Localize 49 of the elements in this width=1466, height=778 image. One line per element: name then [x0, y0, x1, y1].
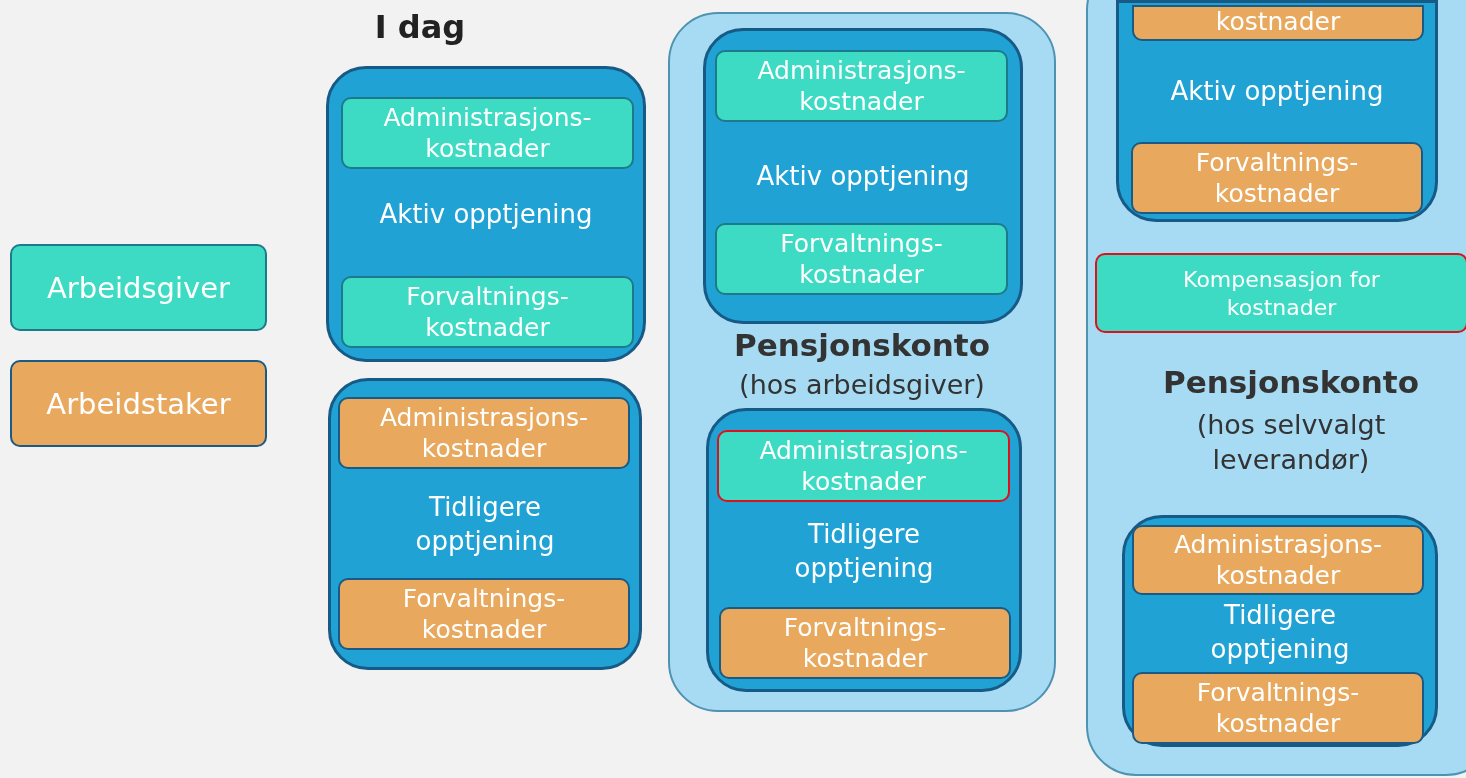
- cost-box: [338, 578, 630, 650]
- box-label: Tidligere opptjening: [414, 491, 556, 558]
- cost-box: [341, 276, 634, 348]
- account-box: [1122, 515, 1438, 747]
- cost-box: [1131, 142, 1423, 214]
- pension-panel: [1086, 0, 1466, 776]
- account-box: [326, 66, 646, 362]
- box-label: Tidligere opptjening: [793, 518, 935, 585]
- box-label: Forvaltnings- kostnader: [1195, 676, 1361, 740]
- box-label: Aktiv opptjening: [378, 198, 594, 232]
- box-label: Administrasjons- kostnader: [378, 401, 590, 465]
- role-box: [10, 360, 267, 447]
- column-heading: I dag: [373, 8, 467, 46]
- box-label: Kompensasjon for kostnader: [1182, 265, 1381, 321]
- box-label: Aktiv opptjening: [1169, 75, 1385, 109]
- box-label: Administrasjons- kostnader: [1172, 528, 1384, 592]
- pension-panel: [668, 12, 1056, 712]
- account-box: [1116, 0, 1438, 222]
- cost-box: [717, 430, 1010, 502]
- box-label: Arbeidstaker: [45, 385, 232, 422]
- cost-box: [715, 223, 1008, 295]
- box-label: Arbeidsgiver: [46, 269, 231, 306]
- cost-box: [338, 397, 630, 469]
- box-label: Forvaltnings- kostnader: [401, 582, 567, 646]
- cost-box: [1132, 5, 1424, 41]
- account-box: [328, 378, 642, 670]
- box-label: Tidligere opptjening: [1209, 599, 1351, 666]
- account-box: [706, 408, 1022, 692]
- cost-box: [1132, 525, 1424, 595]
- cost-box: [1095, 253, 1466, 333]
- box-label: Aktiv opptjening: [755, 160, 971, 194]
- box-label: kostnader: [1214, 6, 1342, 38]
- cost-box: [1132, 672, 1424, 744]
- box-label: Administrasjons- kostnader: [758, 434, 969, 498]
- box-label: Administrasjons- kostnader: [756, 54, 967, 118]
- cost-box: [341, 97, 634, 169]
- panel-heading: Pensjonskonto: [733, 325, 991, 365]
- box-label: Forvaltnings- kostnader: [1194, 146, 1360, 210]
- cost-box: [715, 50, 1008, 122]
- box-label: Administrasjons- kostnader: [382, 101, 593, 165]
- panel-subheading: (hos arbeidsgiver): [738, 368, 986, 403]
- box-label: Forvaltnings- kostnader: [782, 611, 948, 675]
- box-label: Forvaltnings- kostnader: [779, 227, 944, 291]
- role-box: [10, 244, 267, 331]
- box-label: Forvaltnings- kostnader: [405, 280, 570, 344]
- cost-box: [719, 607, 1011, 679]
- panel-subheading: (hos selvvalgt leverandør): [1195, 407, 1387, 477]
- panel-heading: Pensjonskonto: [1162, 362, 1420, 402]
- account-box: [703, 28, 1023, 324]
